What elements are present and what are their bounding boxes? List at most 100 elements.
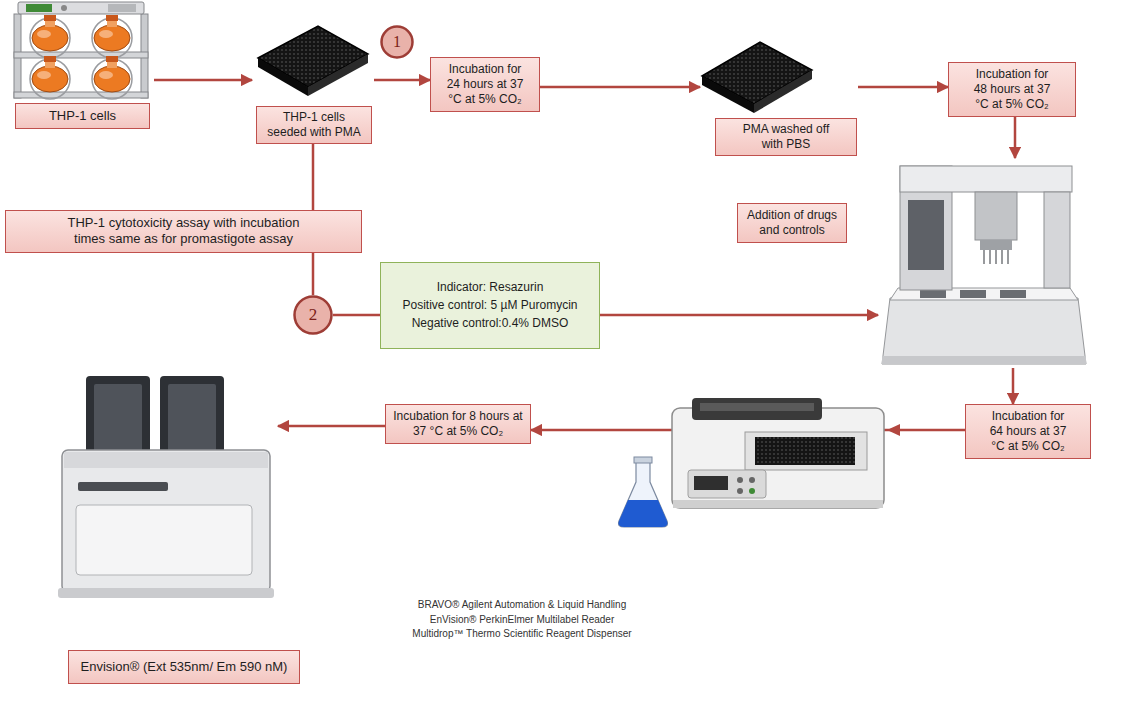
liquid-handler bbox=[882, 356, 1086, 364]
process-box: Incubation for 24 hours at 37 °C at 5% C… bbox=[430, 57, 540, 112]
callout-circle bbox=[295, 297, 332, 334]
liquid-handler bbox=[900, 166, 1072, 192]
flow-arrow bbox=[374, 79, 430, 82]
well-plate bbox=[258, 26, 368, 87]
callout-number: 1 bbox=[393, 33, 401, 51]
reagent-flask bbox=[619, 462, 668, 527]
reagent-dispenser bbox=[887, 424, 900, 436]
well-plate bbox=[754, 70, 812, 113]
box-text: Addition of drugs and controls bbox=[744, 208, 840, 238]
plate-reader bbox=[76, 505, 252, 575]
shaker-incubator bbox=[37, 30, 51, 38]
liquid-handler bbox=[908, 200, 944, 270]
process-box: THP-1 cytotoxicity assay with incubation… bbox=[5, 210, 362, 253]
flow-arrow bbox=[154, 79, 252, 82]
shaker-incubator bbox=[99, 30, 113, 38]
shaker-incubator bbox=[94, 25, 130, 51]
reagent-dispenser bbox=[688, 470, 766, 498]
reagent-dispenser bbox=[672, 408, 884, 508]
well-plate bbox=[702, 42, 812, 104]
box-text: THP-1 cells bbox=[22, 108, 143, 124]
flow-arrow bbox=[858, 86, 948, 89]
shaker-incubator bbox=[32, 66, 68, 92]
shaker-incubator bbox=[92, 59, 132, 99]
shaker-incubator bbox=[30, 59, 70, 99]
assay-info-box: Indicator: ResazurinPositive control: 5 … bbox=[380, 262, 600, 349]
callout-number: 2 bbox=[293, 295, 333, 335]
box-text: Incubation for 24 hours at 37 °C at 5% C… bbox=[443, 62, 527, 107]
reagent-dispenser bbox=[755, 437, 855, 465]
callout-number: 1 bbox=[380, 25, 414, 59]
liquid-handler bbox=[920, 290, 946, 298]
process-box: Incubation for 48 hours at 37 °C at 5% C… bbox=[948, 62, 1076, 117]
shaker-incubator bbox=[106, 15, 118, 21]
plate-reader bbox=[78, 482, 168, 491]
flow-arrow bbox=[1012, 368, 1015, 404]
shaker-incubator bbox=[32, 25, 68, 51]
box-text: THP-1 cytotoxicity assay with incubation… bbox=[61, 215, 306, 248]
label-box: THP-1 cells bbox=[15, 103, 150, 129]
shaker-incubator bbox=[61, 5, 67, 11]
flow-arrow bbox=[278, 425, 385, 428]
reagent-dispenser bbox=[745, 432, 867, 470]
reagent-dispenser bbox=[749, 488, 755, 494]
box-text: Negative control:0.4% DMSO bbox=[391, 316, 589, 331]
reagent-dispenser bbox=[672, 398, 900, 508]
liquid-handler bbox=[1000, 290, 1026, 298]
well-plate bbox=[702, 76, 754, 113]
reagent-flask bbox=[619, 500, 668, 527]
shaker-incubator bbox=[14, 52, 148, 58]
label-box: THP-1 cells seeded with PMA bbox=[256, 106, 372, 144]
equipment-note: EnVision® PerkinElmer Multilabel Reader bbox=[372, 613, 672, 628]
shaker-incubator bbox=[14, 92, 148, 98]
plate-reader bbox=[62, 450, 270, 592]
shaker-incubator bbox=[94, 66, 130, 92]
reagent-dispenser bbox=[694, 476, 728, 490]
reagent-dispenser bbox=[749, 477, 755, 483]
process-box: Addition of drugs and controls bbox=[878, 158, 1088, 368]
shaker-incubator bbox=[108, 4, 136, 12]
box-text: Incubation for 64 hours at 37 °C at 5% C… bbox=[986, 409, 1070, 454]
label-box: PMA washed off with PBS bbox=[715, 118, 857, 156]
cell-culture-box: THP-1 cells bbox=[8, 2, 154, 129]
process-box: Incubation for 8 hours at 37 °C at 5% CO… bbox=[385, 404, 531, 444]
label-box: Addition of drugs and controls bbox=[737, 203, 847, 243]
shaker-incubator bbox=[18, 2, 144, 14]
box-text: Incubation for 48 hours at 37 °C at 5% C… bbox=[970, 67, 1054, 112]
box-text: PMA washed off with PBS bbox=[736, 122, 836, 152]
reagent-dispenser bbox=[737, 488, 743, 494]
callout-number: 2 bbox=[309, 305, 318, 325]
liquid-handler bbox=[882, 298, 1086, 364]
reagent-flask bbox=[634, 457, 652, 463]
reagent-flask bbox=[619, 457, 668, 527]
connectors bbox=[154, 80, 1015, 430]
liquid-handler bbox=[882, 166, 1086, 364]
flow-arrow bbox=[1014, 117, 1017, 158]
liquid-handler bbox=[1044, 192, 1070, 288]
reagent-dispenser bbox=[673, 500, 883, 508]
reagent-dispenser bbox=[700, 403, 814, 411]
well-plate bbox=[258, 58, 308, 96]
flow-arrow bbox=[540, 86, 700, 89]
instrument-box: Envision® (Ext 535nm/ Em 590 nM) bbox=[50, 372, 278, 684]
box-text: Incubation for 8 hours at 37 °C at 5% CO… bbox=[392, 409, 524, 439]
well-plate bbox=[308, 54, 368, 96]
liquid-handler bbox=[975, 192, 1017, 240]
shaker-incubator bbox=[26, 4, 52, 12]
shaker-incubator bbox=[37, 71, 51, 79]
reagent-dispenser bbox=[692, 398, 822, 420]
shaker-incubator bbox=[30, 18, 70, 58]
shaker-incubator bbox=[92, 18, 132, 58]
equipment-note: BRAVO® Agilent Automation & Liquid Handl… bbox=[372, 598, 672, 613]
plate-reader bbox=[64, 452, 268, 468]
process-box: Incubation for 64 hours at 37 °C at 5% C… bbox=[965, 404, 1091, 459]
shaker-incubator bbox=[44, 56, 56, 62]
process-box: PMA washed off with PBS bbox=[700, 36, 858, 156]
liquid-handler bbox=[960, 290, 986, 298]
shaker-incubator bbox=[99, 71, 113, 79]
reagent-dispenser bbox=[737, 477, 743, 483]
well-plate bbox=[258, 26, 368, 96]
equipment-note: Multidrop™ Thermo Scientific Reagent Dis… bbox=[372, 627, 672, 642]
liquid-handler bbox=[984, 250, 1008, 264]
shaker-incubator bbox=[44, 15, 56, 21]
